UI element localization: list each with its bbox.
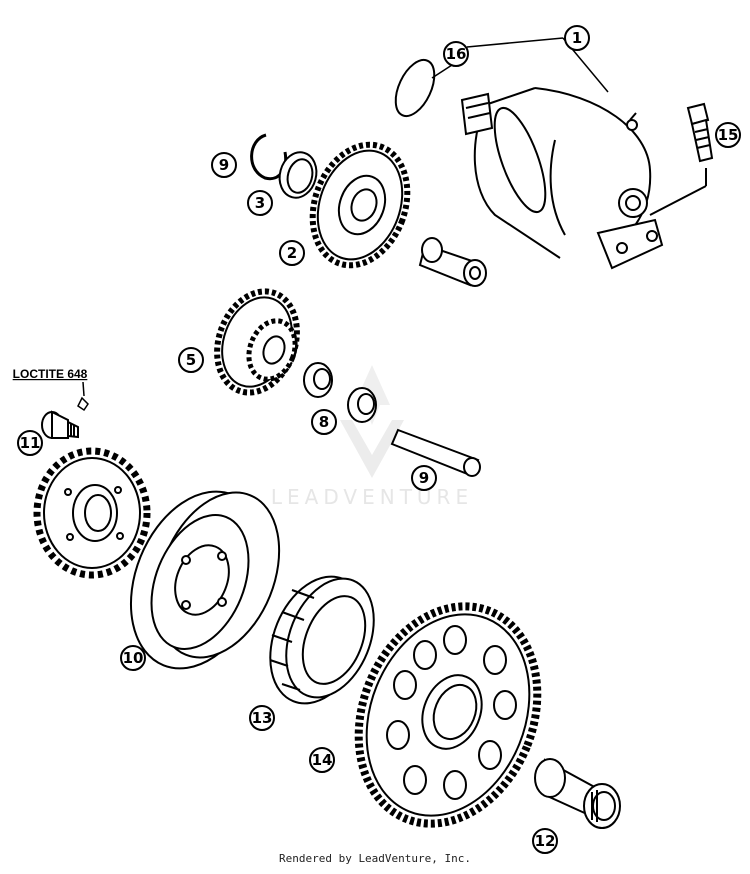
watermark: LEADVENTURE [271, 365, 473, 509]
starter-motor[interactable] [460, 87, 664, 270]
svg-text:10: 10 [123, 649, 144, 667]
leader-line [466, 37, 564, 48]
flywheel-housing[interactable] [106, 471, 302, 688]
leader-line [431, 64, 453, 79]
screw[interactable] [41, 410, 79, 439]
intermediate-gear[interactable] [297, 131, 424, 278]
svg-text:5: 5 [186, 351, 196, 369]
needle-bearing-pair[interactable] [303, 362, 377, 423]
callout-16[interactable]: 16 [443, 41, 469, 67]
callout-14[interactable]: 14 [309, 747, 335, 773]
loctite-drop-icon [77, 396, 89, 412]
washer[interactable] [275, 148, 322, 202]
callout-3[interactable]: 3 [247, 190, 273, 216]
svg-text:15: 15 [718, 126, 739, 144]
callout-15[interactable]: 15 [715, 122, 741, 148]
svg-text:12: 12 [535, 832, 556, 850]
callout-10[interactable]: 10 [120, 645, 146, 671]
watermark-text: LEADVENTURE [271, 485, 473, 509]
leader-line [649, 185, 707, 216]
svg-text:1: 1 [572, 29, 582, 47]
double-gear[interactable] [204, 280, 311, 404]
sleeve-bushing[interactable] [418, 237, 487, 287]
shaft-pin[interactable] [390, 428, 481, 477]
svg-text:2: 2 [287, 244, 297, 262]
callout-12[interactable]: 12 [532, 828, 558, 854]
callout-2[interactable]: 2 [279, 240, 305, 266]
svg-text:9: 9 [419, 469, 429, 487]
svg-text:9: 9 [219, 156, 229, 174]
freewheel-ring[interactable] [252, 562, 390, 717]
svg-text:11: 11 [20, 434, 41, 452]
svg-text:8: 8 [319, 413, 329, 431]
o-ring[interactable] [388, 54, 442, 122]
loctite-label: LOCTITE 648 [13, 367, 88, 381]
needle-sleeve[interactable] [534, 758, 621, 829]
svg-text:14: 14 [312, 751, 333, 769]
flange-gear[interactable] [33, 447, 151, 579]
callout-13[interactable]: 13 [249, 705, 275, 731]
footer-credit: Rendered by LeadVenture, Inc. [278, 852, 472, 865]
callout-11[interactable]: 11 [17, 430, 43, 456]
watermark-chevron-icon [340, 420, 404, 478]
svg-text:13: 13 [252, 709, 273, 727]
svg-text:3: 3 [255, 194, 265, 212]
callout-9[interactable]: 9 [411, 465, 437, 491]
callout-1[interactable]: 1 [564, 25, 590, 51]
callout-8[interactable]: 8 [311, 409, 337, 435]
large-ring-gear[interactable] [327, 579, 569, 850]
callout-4[interactable]: 9 [211, 152, 237, 178]
svg-text:16: 16 [446, 45, 467, 63]
leader-line [82, 381, 85, 397]
bolt[interactable] [686, 102, 714, 163]
callout-5[interactable]: 5 [178, 347, 204, 373]
